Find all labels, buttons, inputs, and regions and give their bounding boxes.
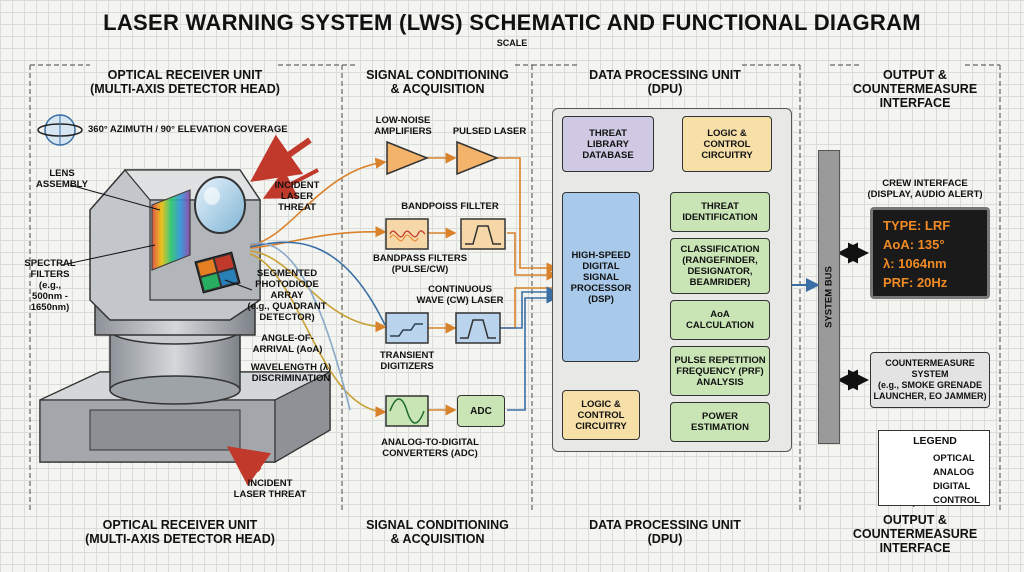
crew-interface-label: CREW INTERFACE (DISPLAY, AUDIO ALERT): [867, 178, 983, 200]
threat-identification-box: THREAT IDENTIFICATION: [670, 192, 770, 232]
logic-control-box-top: LOGIC & CONTROL CIRCUITRY: [682, 116, 772, 172]
section-header-dpu: DATA PROCESSING UNIT (DPU): [589, 68, 741, 96]
legend-item-digital: DIGITAL: [933, 481, 971, 492]
legend-item-analog: ANALOG: [933, 467, 975, 478]
cw-filter-icon: [455, 312, 501, 344]
crew-display-type: TYPE: LRF: [883, 218, 951, 233]
crew-display-prf: PRF: 20Hz: [883, 275, 948, 290]
lens-assembly-label: LENS ASSEMBLY: [36, 168, 88, 190]
spectral-filters-label: SPECTRAL FILTERS (e.g., 500nm - 1650nm): [24, 258, 76, 313]
countermeasure-system-box: COUNTERMEASURE SYSTEM (e.g., SMOKE GRENA…: [870, 352, 990, 408]
section-footer-conditioning: SIGNAL CONDITIONING & ACQUISITION: [366, 518, 509, 546]
scale-label: SCALE: [496, 38, 528, 48]
section-header-receiver: OPTICAL RECEIVER UNIT (MULTI-AXIS DETECT…: [90, 68, 280, 96]
prf-analysis-box: PULSE REPETITION FREQUENCY (PRF) ANALYSI…: [670, 346, 770, 396]
legend: LEGEND OPTICAL ANALOG DIGITAL CONTROL: [878, 430, 990, 506]
system-bus: SYSTEM BUS: [818, 150, 840, 444]
classification-box: CLASSIFICATION (RANGEFINDER, DESIGNATOR,…: [670, 238, 770, 294]
legend-item-control: CONTROL: [933, 495, 980, 506]
system-bus-label: SYSTEM BUS: [823, 266, 835, 328]
lna-label: LOW-NOISE AMPLIFIERS: [374, 115, 432, 137]
crew-display: TYPE: LRF AoA: 135° λ: 1064nm PRF: 20Hz: [870, 207, 990, 299]
lna-amplifier-icon: [386, 140, 430, 176]
crew-display-aoa: AoA: 135°: [883, 237, 945, 252]
transient-digitizer-icon: [385, 312, 429, 344]
adc-label: ANALOG-TO-DIGITAL CONVERTERS (ADC): [381, 437, 479, 459]
cw-laser-label: CONTINUOUS WAVE (CW) LASER: [416, 284, 504, 306]
bandpass-filters-label: BANDPASS FILTERS (PULSE/CW): [372, 253, 468, 275]
coverage-globe-icon: [37, 114, 83, 146]
crew-display-wavelength: λ: 1064nm: [883, 256, 947, 271]
section-footer-dpu: DATA PROCESSING UNIT (DPU): [589, 518, 741, 546]
aoa-label: ANGLE-OF- ARRIVAL (AoA): [252, 333, 323, 355]
section-footer-output: OUTPUT & COUNTERMEASURE INTERFACE: [852, 513, 978, 555]
transient-digitizers-label: TRANSIENT DIGITIZERS: [379, 350, 435, 372]
incident-threat-label-top: INCIDENT LASER THREAT: [274, 180, 320, 213]
logic-control-box-bottom: LOGIC & CONTROL CIRCUITRY: [562, 390, 640, 440]
section-header-output: OUTPUT & COUNTERMEASURE INTERFACE: [852, 68, 978, 110]
bandpass-wave-icon: [385, 218, 429, 250]
pulsed-laser-label: PULSED LASER: [452, 126, 527, 137]
bandpoiss-filter-label: BANDPOISS FILLTER: [401, 201, 499, 212]
threat-library-box: THREAT LIBRARY DATABASE: [562, 116, 654, 172]
dsp-box: HIGH-SPEED DIGITAL SIGNAL PROCESSOR (DSP…: [562, 192, 640, 362]
section-footer-receiver: OPTICAL RECEIVER UNIT (MULTI-AXIS DETECT…: [85, 518, 275, 546]
bandpass-filter-icon: [460, 218, 506, 250]
adc-wave-icon: [385, 395, 429, 427]
wavelength-label: WAVELENGTH (λ) DISCRIMINATION: [250, 362, 332, 384]
section-header-conditioning: SIGNAL CONDITIONING & ACQUISITION: [366, 68, 509, 96]
adc-box: ADC: [457, 395, 505, 427]
aoa-calculation-box: AoA CALCULATION: [670, 300, 770, 340]
diagram-title: LASER WARNING SYSTEM (LWS) SCHEMATIC AND…: [103, 10, 921, 35]
incident-threat-label-bottom: INCIDENT LASER THREAT: [233, 478, 307, 500]
coverage-label: 360° AZIMUTH / 90° ELEVATION COVERAGE: [88, 124, 288, 135]
legend-item-optical: OPTICAL: [933, 453, 975, 464]
detector-head-illustration: [39, 169, 331, 464]
pulsed-amplifier-icon: [456, 140, 500, 176]
legend-title: LEGEND: [913, 435, 957, 447]
photodiode-array-label: SEGMENTED PHOTODIODE ARRAY (e.g., QUADRA…: [247, 268, 327, 323]
power-estimation-box: POWER ESTIMATION: [670, 402, 770, 442]
